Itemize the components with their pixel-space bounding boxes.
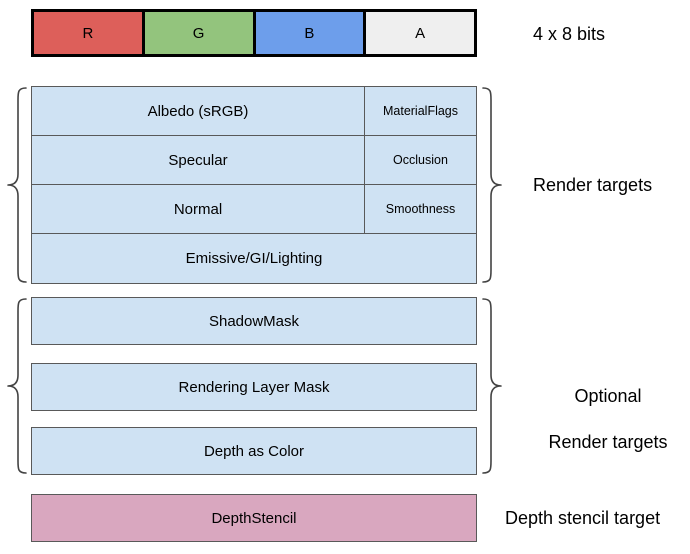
optional-render-targets-group-label: Optional Render targets <box>533 362 683 477</box>
optional-render-target-label-shadowmask: ShadowMask <box>208 312 300 330</box>
render-target-alpha-label-materialflags: MaterialFlags <box>382 104 459 118</box>
render-target-label-specular: Specular <box>168 151 228 169</box>
render-target-label-emissive: Emissive/GI/Lighting <box>185 250 323 267</box>
bits-label: 4 x 8 bits <box>533 24 606 44</box>
render-target-alpha-label-occlusion: Occlusion <box>393 153 448 167</box>
render-target-row-alpha-materialflags: MaterialFlags <box>364 86 477 136</box>
render-target-label-normal: Normal <box>173 200 223 218</box>
render-target-row-main-emissive: Emissive/GI/Lighting <box>31 233 477 284</box>
channel-cell-g: G <box>144 12 256 54</box>
render-target-row-main-albedo: Albedo (sRGB) <box>31 86 365 136</box>
render-targets-left-brace <box>6 86 28 284</box>
depth-stencil-group-label: Depth stencil target <box>505 508 661 528</box>
optional-render-targets-group-label-line1: Optional <box>574 386 642 406</box>
optional-render-targets-left-brace <box>6 297 28 475</box>
render-targets-group-label: Render targets <box>533 175 653 195</box>
channel-label-b: B <box>304 24 315 42</box>
render-target-row-alpha-occlusion: Occlusion <box>364 135 477 185</box>
optional-render-target-rendering-layer-mask: Rendering Layer Mask <box>31 363 477 411</box>
render-target-row-main-normal: Normal <box>31 184 365 234</box>
rgba-channel-bar: R G B A <box>31 9 477 57</box>
optional-render-target-shadowmask: ShadowMask <box>31 297 477 345</box>
channel-cell-a: A <box>366 12 474 54</box>
render-target-alpha-label-smoothness: Smoothness <box>385 202 456 216</box>
render-targets-right-brace <box>481 86 503 284</box>
channel-cell-b: B <box>255 12 367 54</box>
channel-label-r: R <box>82 24 94 42</box>
optional-render-target-depth-as-color: Depth as Color <box>31 427 477 475</box>
channel-label-a: A <box>415 24 426 42</box>
channel-label-g: G <box>192 24 205 42</box>
channel-cell-r: R <box>34 12 145 54</box>
optional-render-target-label-rendering-layer-mask: Rendering Layer Mask <box>178 378 330 396</box>
optional-render-targets-group-label-line2: Render targets <box>548 432 668 452</box>
depth-stencil-block: DepthStencil <box>31 494 477 542</box>
render-target-row-alpha-smoothness: Smoothness <box>364 184 477 234</box>
render-target-row-main-specular: Specular <box>31 135 365 185</box>
depth-stencil-label: DepthStencil <box>211 509 297 527</box>
optional-render-target-label-depth-as-color: Depth as Color <box>203 442 305 460</box>
render-target-label-albedo: Albedo (sRGB) <box>147 102 249 120</box>
optional-render-targets-right-brace <box>481 297 503 475</box>
